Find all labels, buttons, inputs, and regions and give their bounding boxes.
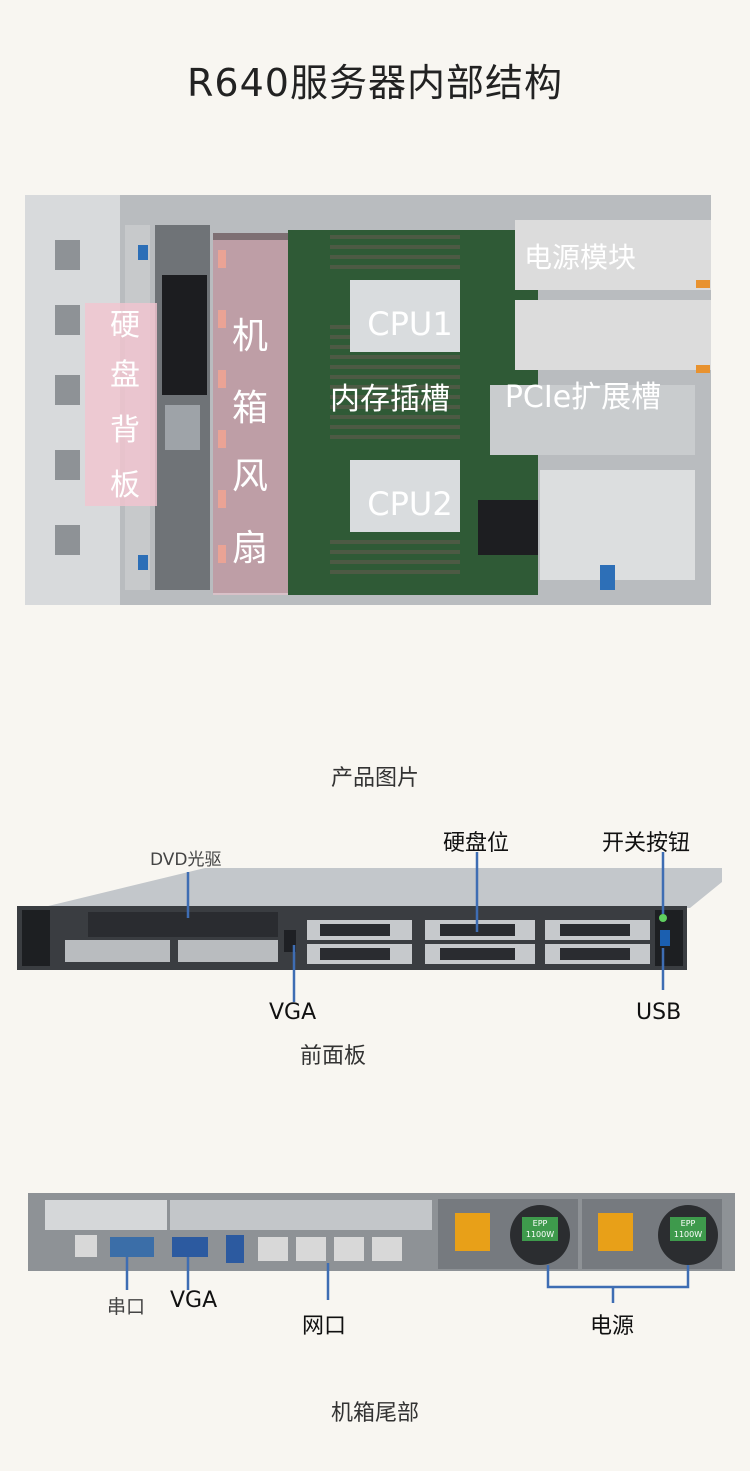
internal-caption: 产品图片 (330, 766, 419, 791)
backplane-highlight (85, 303, 157, 506)
memory-label: 内存插槽 (330, 382, 450, 417)
psu-2-badge: EPP (681, 1219, 696, 1228)
dvd-callout: DVD光驱 (150, 850, 222, 870)
fan-label-1: 机 (232, 316, 268, 357)
front-usb-port (660, 930, 670, 946)
perc-card (478, 500, 538, 555)
front-left-ear (22, 910, 50, 966)
rear-riser-slot-1 (45, 1200, 167, 1230)
pcie-riser (490, 385, 695, 455)
psu-module-1 (515, 220, 711, 290)
psu-module-2 (515, 300, 711, 370)
rear-caption: 机箱尾部 (330, 1401, 419, 1426)
rear-vga-port (172, 1237, 208, 1257)
psu-2-rating: 1100W (674, 1230, 702, 1239)
power-button-callout: 开关按钮 (602, 831, 691, 856)
page-title: R640服务器内部结构 (187, 61, 563, 105)
pcie-bracket (540, 470, 695, 580)
psu-1-rating: 1100W (526, 1230, 554, 1239)
internal-view-diagram: 硬 盘 背 板 机 箱 风 扇 CPU1 内存插槽 CPU2 电源模块 PCIe… (25, 195, 711, 605)
drive-bays-callout: 硬盘位 (443, 831, 510, 856)
cpu1-heatsink (350, 280, 460, 352)
rear-idrac-port (75, 1235, 97, 1257)
network-callout: 网口 (302, 1314, 347, 1339)
cpu1-label: CPU1 (367, 305, 452, 343)
fan-label-3: 风 (232, 456, 268, 497)
pcie-label: PCIe扩展槽 (505, 380, 661, 415)
fan-label-4: 扇 (232, 528, 268, 569)
front-bay-l2 (178, 940, 278, 962)
power-callout: 电源 (590, 1314, 635, 1339)
front-lid (40, 868, 722, 908)
backplane-label-3: 背 (110, 413, 140, 448)
backplane-label-2: 盘 (110, 358, 140, 393)
dvd-drive (88, 912, 278, 937)
rear-vga-callout: VGA (170, 1288, 218, 1313)
rear-riser-slot-2 (170, 1200, 432, 1230)
cpu2-label: CPU2 (367, 485, 452, 523)
power-button-led (659, 914, 667, 922)
rear-usb-ports (226, 1235, 244, 1263)
rear-serial-port (110, 1237, 154, 1257)
backplane-label-4: 板 (110, 468, 140, 503)
front-caption: 前面板 (300, 1044, 367, 1069)
storage-controller (162, 275, 207, 395)
rear-psu-2-inlet (598, 1213, 633, 1251)
front-bay-l1 (65, 940, 170, 962)
front-usb-callout: USB (636, 1000, 682, 1025)
rear-panel-diagram: EPP 1100W EPP 1100W (28, 1193, 735, 1303)
cpu2-heatsink (350, 460, 460, 532)
fan-highlight (213, 240, 288, 595)
backplane-label-1: 硬 (110, 308, 140, 343)
rear-psu-1-inlet (455, 1213, 490, 1251)
front-panel-diagram (17, 852, 722, 1002)
serial-callout: 串口 (107, 1296, 146, 1318)
psu-label: 电源模块 (524, 241, 636, 274)
fan-label-2: 箱 (232, 388, 268, 429)
front-vga-callout: VGA (269, 1000, 317, 1025)
psu-1-badge: EPP (533, 1219, 548, 1228)
